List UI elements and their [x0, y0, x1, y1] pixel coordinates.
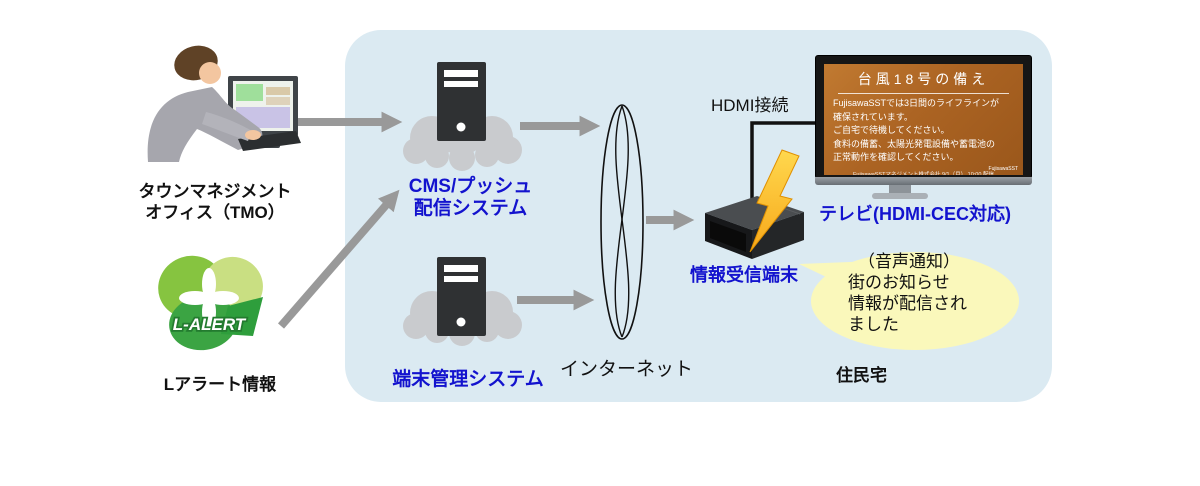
tv-stand — [889, 185, 911, 194]
tv-base — [872, 193, 928, 199]
voice-bubble-text: （音声通知） 街のお知らせ 情報が配信され ました — [848, 251, 967, 335]
receiver-box-icon — [705, 196, 804, 259]
tv-body-line: 正常動作を確認してください。 — [833, 152, 959, 162]
tv-illustration: 台風18号の備え FujisawaSSTでは3日間のライフラインが 確保されてい… — [815, 55, 1032, 179]
terminal-label: 端末管理システム — [392, 369, 544, 390]
operator-hand — [245, 130, 261, 140]
tmo-label: タウンマネジメント オフィス（TMO） — [115, 181, 315, 223]
lalert-logo: L-ALERT — [158, 255, 263, 351]
tv-body-line: ご自宅で待機してください。 — [833, 125, 950, 135]
notification-bolt-icon — [749, 149, 800, 253]
operator-arm — [202, 112, 252, 141]
flow-arrows — [277, 111, 695, 329]
hdmi-cable — [750, 121, 818, 200]
tv-screen-title: 台風18号の備え — [857, 71, 990, 87]
tmo-label-line2: オフィス（TMO） — [145, 203, 285, 222]
internet-label: インターネット — [560, 359, 694, 380]
internet-icon — [600, 104, 644, 340]
keyboard-icon — [238, 131, 301, 151]
tv-screen-footer: FujisawaSSTマネジメント株式会社 9/1（月） 10:00 配信 — [853, 171, 994, 176]
cms-server-icon — [403, 62, 522, 171]
hdmi-connection-label: HDMI接続 — [711, 96, 789, 115]
tv-screen: 台風18号の備え FujisawaSSTでは3日間のライフラインが 確保されてい… — [824, 64, 1023, 175]
tv-screen-divider — [837, 93, 1010, 94]
tv-body-line: 確保されています。 — [833, 111, 913, 122]
tmo-operator-illustration — [147, 45, 301, 162]
voice-bubble — [799, 252, 1019, 350]
tv-bottom-strip — [815, 177, 1032, 185]
tv-label: テレビ(HDMI-CEC対応) — [819, 204, 1011, 224]
cms-label-line2: 配信システム — [413, 198, 528, 219]
receiver-label: 情報受信端末 — [690, 265, 798, 285]
arrow-lalert-to-cms — [277, 189, 400, 329]
bubble-line: ました — [848, 315, 899, 334]
home-label: 住民宅 — [836, 366, 887, 385]
lalert-logo-text: L-ALERT — [173, 315, 247, 334]
bubble-line: 街のお知らせ — [848, 273, 950, 292]
terminal-server-icon — [403, 257, 522, 346]
bubble-line: （音声通知） — [858, 252, 960, 271]
bubble-line: 情報が配信され — [848, 294, 967, 313]
lalert-label: Lアラート情報 — [163, 375, 277, 394]
tv-body-line: 食料の備蓄、太陽光発電設備や蓄電池の — [833, 138, 996, 149]
fujisawa-sst-logo: FujisawaSST — [988, 166, 1018, 172]
tmo-label-line1: タウンマネジメント — [138, 182, 292, 201]
tv-body-line: FujisawaSSTでは3日間のライフラインが — [833, 98, 1000, 108]
tv-screen-body: FujisawaSSTでは3日間のライフラインが 確保されています。 ご自宅で待… — [824, 97, 1023, 165]
operator-face — [199, 62, 221, 84]
cms-label-line1: CMS/プッシュ — [408, 176, 533, 197]
cms-label: CMS/プッシュ 配信システム — [393, 176, 548, 220]
